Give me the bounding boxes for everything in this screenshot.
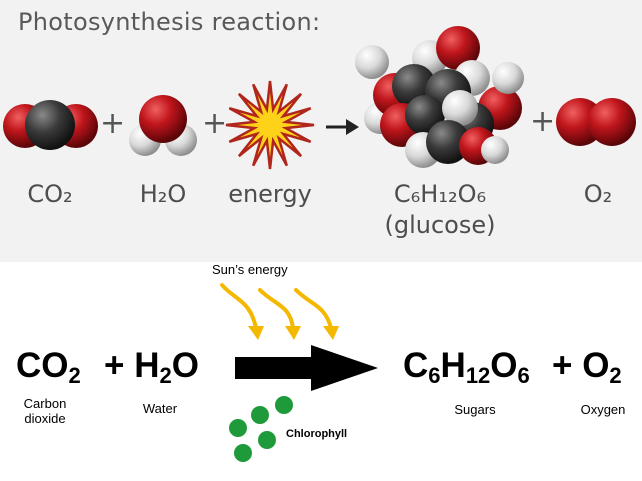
h2o-label: H₂O: [139, 180, 187, 208]
plus-sign: +: [202, 106, 228, 141]
sun-energy-arrow-icon: [220, 283, 258, 330]
h2o-formula: + H2O: [104, 346, 199, 388]
glucose-formula: C6H12O6: [403, 346, 530, 388]
reaction-arrow-icon: [326, 119, 359, 135]
sugars-caption: Sugars: [454, 402, 496, 417]
o2-molecule: [556, 98, 636, 146]
glucose-molecule: [355, 26, 524, 168]
water-caption: Water: [142, 401, 178, 416]
sun-energy-arrows: [220, 283, 333, 330]
plus-sign: +: [100, 106, 126, 141]
reaction-heading: Photosynthesis reaction:: [18, 8, 321, 36]
h2o-molecule: [129, 95, 197, 156]
plus-sign: +: [530, 104, 556, 139]
sun-energy-arrow-icon: [258, 288, 295, 330]
chlorophyll-label: Chlorophyll: [286, 428, 348, 440]
o2-label: O₂: [583, 180, 613, 208]
energy-label: energy: [228, 180, 312, 208]
oxygen-caption: Oxygen: [580, 402, 626, 417]
sun-energy-arrow-icon: [294, 288, 333, 330]
co2-label: CO₂: [27, 180, 73, 208]
chlorophyll-dots: [229, 396, 293, 462]
glucose-name-label: (glucose): [384, 211, 496, 239]
glucose-formula-label: C₆H₁₂O₆: [393, 180, 487, 208]
oxygen-atom: [139, 95, 187, 143]
top-panel: [0, 0, 642, 262]
oxygen-atom: [588, 98, 636, 146]
molecule-illustrations: [3, 26, 636, 170]
reaction-arrow-icon: [235, 345, 378, 391]
co2-molecule: [3, 100, 98, 150]
carbon-atom: [25, 100, 75, 150]
co2-formula: CO2: [16, 346, 81, 388]
sun-energy-label: Sun’s energy: [212, 262, 288, 277]
o2-formula: + O2: [552, 346, 622, 388]
energy-starburst-icon: [225, 80, 315, 170]
